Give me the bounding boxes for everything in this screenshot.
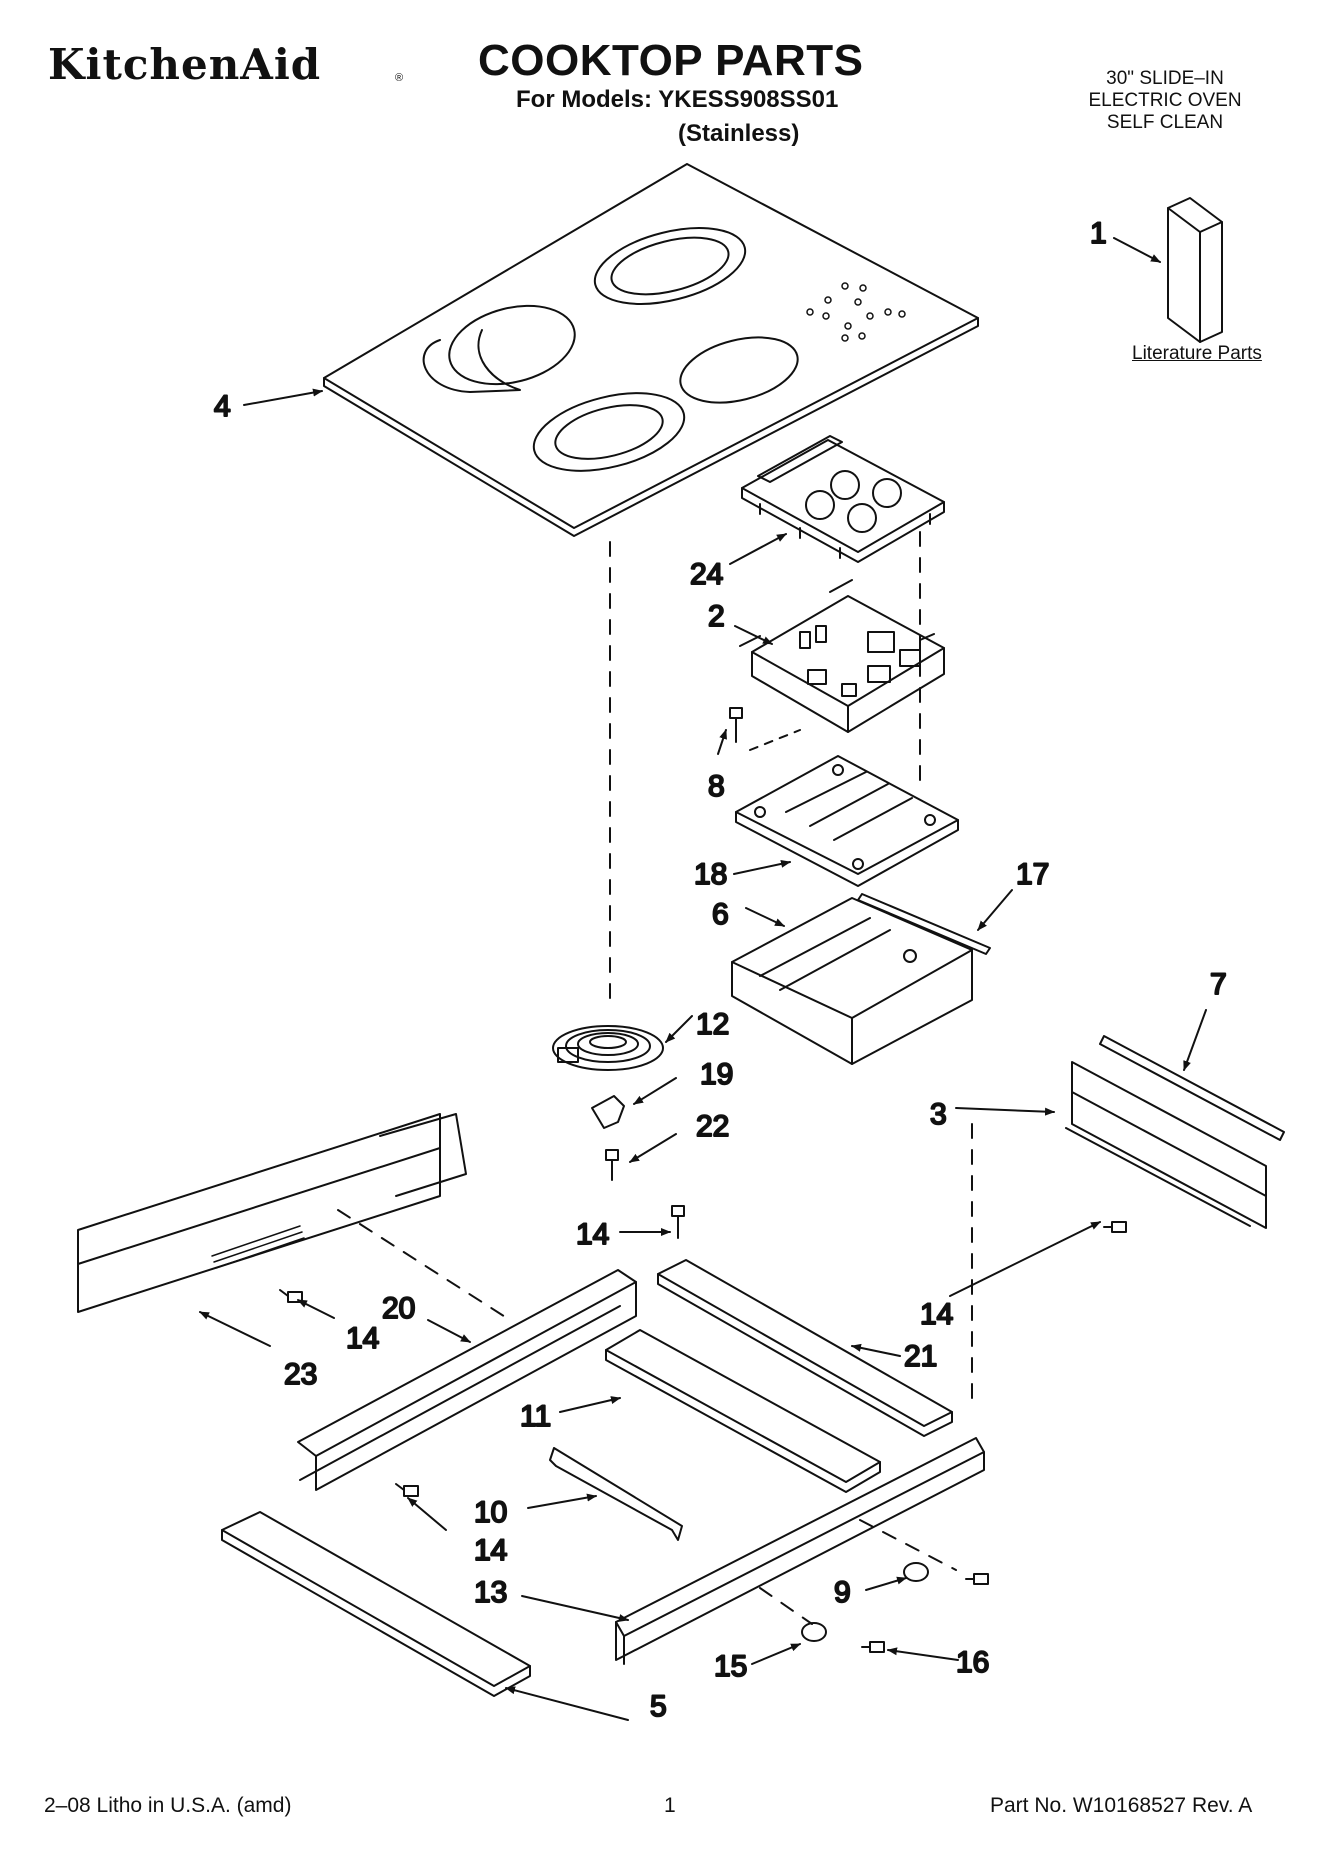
callout-5: 5 (650, 1690, 667, 1723)
side-trim-rail-23 (77, 1113, 467, 1313)
brand-logo: KitchenAid (48, 40, 322, 89)
callout-1: 1 (1090, 217, 1107, 250)
callout-12: 12 (696, 1008, 729, 1041)
callout-13: 13 (474, 1576, 507, 1609)
brand-registered-mark: ® (395, 72, 404, 84)
control-panel-board (741, 435, 945, 563)
callout-14-d: 14 (474, 1534, 507, 1567)
callout-16: 16 (956, 1646, 989, 1679)
product-line-3: SELF CLEAN (1106, 112, 1224, 133)
callout-6: 6 (712, 898, 729, 931)
callout-labels: 1 4 24 2 8 18 17 6 12 19 22 7 3 14 14 20… (213, 216, 1228, 1724)
surface-element (552, 1025, 664, 1071)
callout-4: 4 (214, 390, 231, 423)
screw-14-b (1103, 1221, 1127, 1233)
screw-16-b (861, 1641, 885, 1653)
screw-14-a (671, 1205, 685, 1239)
footer-part-number: Part No. W10168527 Rev. A (990, 1794, 1253, 1817)
front-rail-21 (657, 1259, 953, 1437)
screw-16-a (965, 1573, 989, 1585)
callout-24: 24 (690, 558, 723, 591)
footer-page-number: 1 (664, 1794, 676, 1817)
callout-2: 2 (708, 600, 725, 633)
callout-15: 15 (714, 1650, 747, 1683)
callout-22: 22 (696, 1110, 729, 1143)
callout-21: 21 (904, 1340, 937, 1373)
literature-parts-label: Literature Parts (1132, 343, 1262, 364)
frame-rail-13 (615, 1437, 985, 1665)
callout-20: 20 (382, 1292, 415, 1325)
glass-cooktop (323, 163, 979, 537)
screw-22 (605, 1149, 619, 1181)
callout-10: 10 (474, 1496, 507, 1529)
callout-14-b: 14 (920, 1298, 953, 1331)
callout-14-e: 14 (474, 1534, 507, 1567)
literature-booklet (1167, 197, 1223, 343)
support-bracket (735, 755, 959, 887)
center-support-11 (605, 1329, 881, 1493)
rear-bracket-3 (1065, 1061, 1267, 1229)
leveling-leg-15 (801, 1622, 827, 1642)
callout-9: 9 (834, 1576, 851, 1609)
handle-10 (549, 1447, 683, 1541)
callout-23: 23 (284, 1358, 317, 1391)
callout-19: 19 (700, 1058, 733, 1091)
finish-label: (Stainless) (678, 120, 800, 147)
footer-litho: 2–08 Litho in U.S.A. (amd) (44, 1794, 292, 1817)
callout-18: 18 (694, 858, 727, 891)
callout-11: 11 (520, 1400, 551, 1433)
callout-17: 17 (1016, 858, 1049, 891)
product-line-1: 30" SLIDE–IN (1106, 68, 1224, 89)
gasket-strip-17 (857, 893, 991, 955)
electronic-control-assembly (739, 579, 945, 733)
screw-14-c (279, 1289, 303, 1303)
screw-14-d (395, 1483, 419, 1497)
callout-14-c: 14 (346, 1322, 379, 1355)
clip-19 (591, 1095, 625, 1129)
rear-trim-strip-7 (1099, 1035, 1285, 1141)
screw-8 (729, 707, 743, 743)
page-title: COOKTOP PARTS (478, 36, 864, 85)
callout-14-a: 14 (576, 1218, 609, 1251)
product-line-2: ELECTRIC OVEN (1088, 90, 1242, 111)
cooktop-box (731, 897, 973, 1065)
leveling-leg-9 (903, 1562, 929, 1582)
callout-3: 3 (930, 1098, 947, 1131)
callout-8: 8 (708, 770, 725, 803)
bottom-rail-5 (221, 1511, 531, 1697)
models-line: For Models: YKESS908SS01 (516, 86, 839, 113)
left-rail-20 (297, 1269, 637, 1491)
callout-7: 7 (1210, 968, 1227, 1001)
